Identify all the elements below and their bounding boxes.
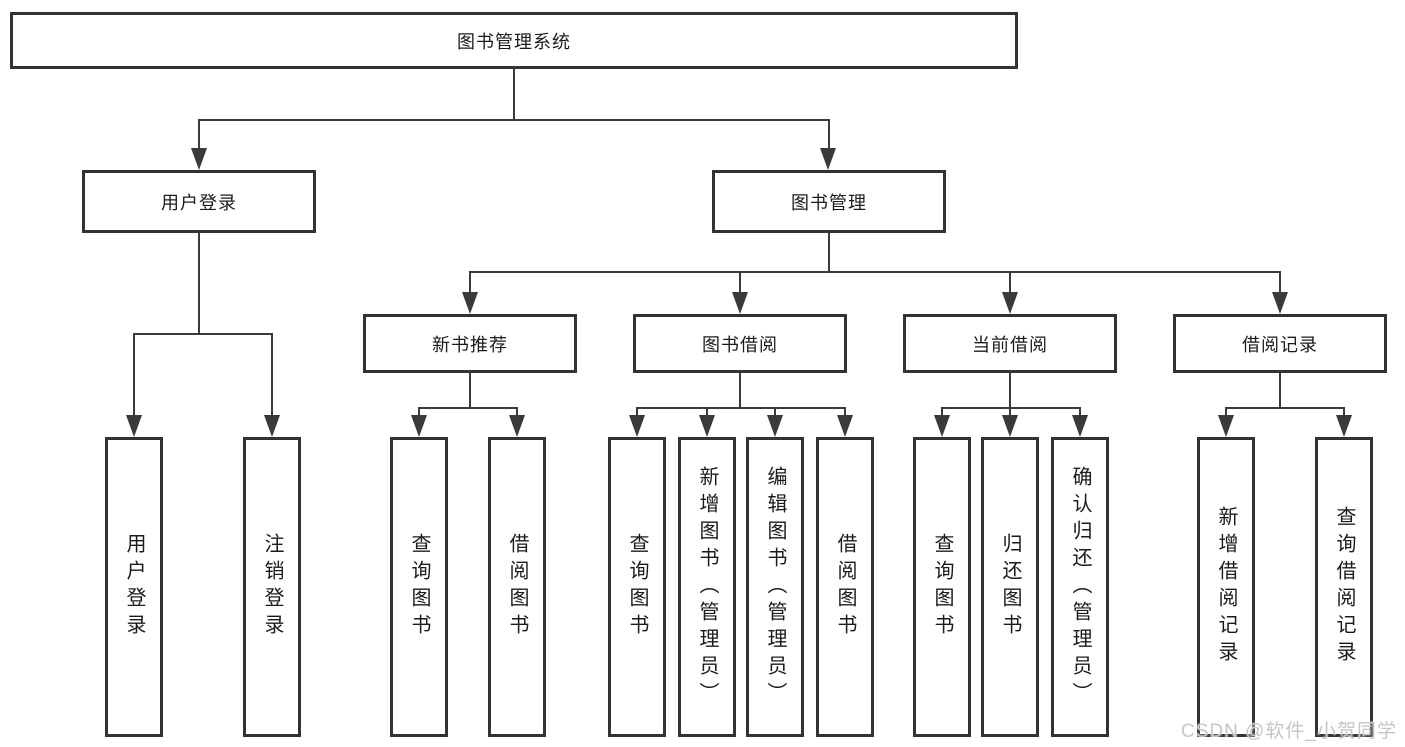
connector-line	[1279, 373, 1281, 408]
leaf-label: 查询图书	[626, 533, 648, 641]
connector-line	[941, 407, 943, 417]
arrow-down-icon	[934, 415, 950, 437]
arrow-down-icon	[411, 415, 427, 437]
arrow-down-icon	[699, 415, 715, 437]
leaf-label: 确认归还（管理员）	[1069, 465, 1091, 709]
connector-line	[774, 407, 776, 417]
node-label: 当前借阅	[972, 334, 1048, 355]
leaf-label: 新增借阅记录	[1215, 506, 1237, 668]
leaf-add-books-admin: 新增图书（管理员）	[678, 437, 736, 737]
leaf-label: 用户登录	[123, 533, 145, 641]
node-label: 借阅记录	[1242, 334, 1318, 355]
leaf-label: 查询图书	[931, 533, 953, 641]
arrow-down-icon	[837, 415, 853, 437]
leaf-query-books: 查询图书	[608, 437, 666, 737]
connector-line	[739, 271, 741, 294]
leaf-label: 借阅图书	[506, 533, 528, 641]
node-user-login: 用户登录	[82, 170, 316, 233]
connector-line	[198, 119, 200, 150]
node-label: 用户登录	[161, 192, 237, 213]
leaf-label: 查询图书	[408, 533, 430, 641]
connector-line	[636, 407, 638, 417]
node-label: 图书借阅	[702, 334, 778, 355]
node-borrow-records: 借阅记录	[1173, 314, 1387, 373]
leaf-label: 新增图书（管理员）	[696, 465, 718, 709]
leaf-confirm-return-admin: 确认归还（管理员）	[1051, 437, 1109, 737]
connector-line	[1009, 407, 1011, 417]
connector-line	[133, 333, 273, 335]
node-new-book-recommend: 新书推荐	[363, 314, 577, 373]
node-label: 图书管理系统	[457, 31, 571, 52]
connector-line	[941, 407, 1081, 409]
leaf-logout-login: 注销登录	[243, 437, 301, 737]
arrow-down-icon	[820, 148, 836, 170]
connector-line	[418, 407, 420, 417]
connector-line	[1079, 407, 1081, 417]
arrow-down-icon	[126, 415, 142, 437]
connector-line	[844, 407, 846, 417]
connector-line	[469, 271, 1281, 273]
leaf-borrow-books: 借阅图书	[816, 437, 874, 737]
connector-line	[1225, 407, 1345, 409]
arrow-down-icon	[1072, 415, 1088, 437]
node-book-borrow: 图书借阅	[633, 314, 847, 373]
csdn-watermark: CSDN @软件_小贺同学	[1181, 721, 1397, 742]
arrow-down-icon	[191, 148, 207, 170]
leaf-query-borrow-record: 查询借阅记录	[1315, 437, 1373, 737]
connector-line	[198, 233, 200, 334]
connector-line	[1343, 407, 1345, 417]
connector-line	[271, 333, 273, 417]
connector-line	[513, 69, 515, 120]
arrow-down-icon	[1002, 415, 1018, 437]
leaf-label: 借阅图书	[834, 533, 856, 641]
connector-line	[469, 271, 471, 294]
leaf-label: 归还图书	[999, 533, 1021, 641]
connector-line	[133, 333, 135, 417]
leaf-label: 注销登录	[261, 533, 283, 641]
connector-line	[1009, 271, 1011, 294]
leaf-query-books: 查询图书	[913, 437, 971, 737]
node-book-management: 图书管理	[712, 170, 946, 233]
connector-line	[516, 407, 518, 417]
connector-line	[1009, 373, 1011, 408]
node-label: 图书管理	[791, 192, 867, 213]
leaf-add-borrow-record: 新增借阅记录	[1197, 437, 1255, 737]
arrow-down-icon	[732, 292, 748, 314]
node-root: 图书管理系统	[10, 12, 1018, 69]
connector-line	[828, 233, 830, 273]
leaf-edit-books-admin: 编辑图书（管理员）	[746, 437, 804, 737]
connector-line	[739, 373, 741, 408]
arrow-down-icon	[1336, 415, 1352, 437]
leaf-query-books: 查询图书	[390, 437, 448, 737]
connector-line	[828, 119, 830, 150]
connector-line	[1279, 271, 1281, 294]
arrow-down-icon	[1272, 292, 1288, 314]
arrow-down-icon	[767, 415, 783, 437]
node-current-borrow: 当前借阅	[903, 314, 1117, 373]
arrow-down-icon	[264, 415, 280, 437]
arrow-down-icon	[509, 415, 525, 437]
leaf-label: 查询借阅记录	[1333, 506, 1355, 668]
leaf-user-login: 用户登录	[105, 437, 163, 737]
arrow-down-icon	[1218, 415, 1234, 437]
leaf-borrow-books: 借阅图书	[488, 437, 546, 737]
node-label: 新书推荐	[432, 334, 508, 355]
leaf-return-books: 归还图书	[981, 437, 1039, 737]
leaf-label: 编辑图书（管理员）	[764, 465, 786, 709]
arrow-down-icon	[462, 292, 478, 314]
connector-line	[1225, 407, 1227, 417]
connector-line	[198, 119, 830, 121]
arrow-down-icon	[629, 415, 645, 437]
arrow-down-icon	[1002, 292, 1018, 314]
connector-line	[636, 407, 846, 409]
connector-line	[706, 407, 708, 417]
connector-line	[469, 373, 471, 408]
connector-line	[418, 407, 518, 409]
